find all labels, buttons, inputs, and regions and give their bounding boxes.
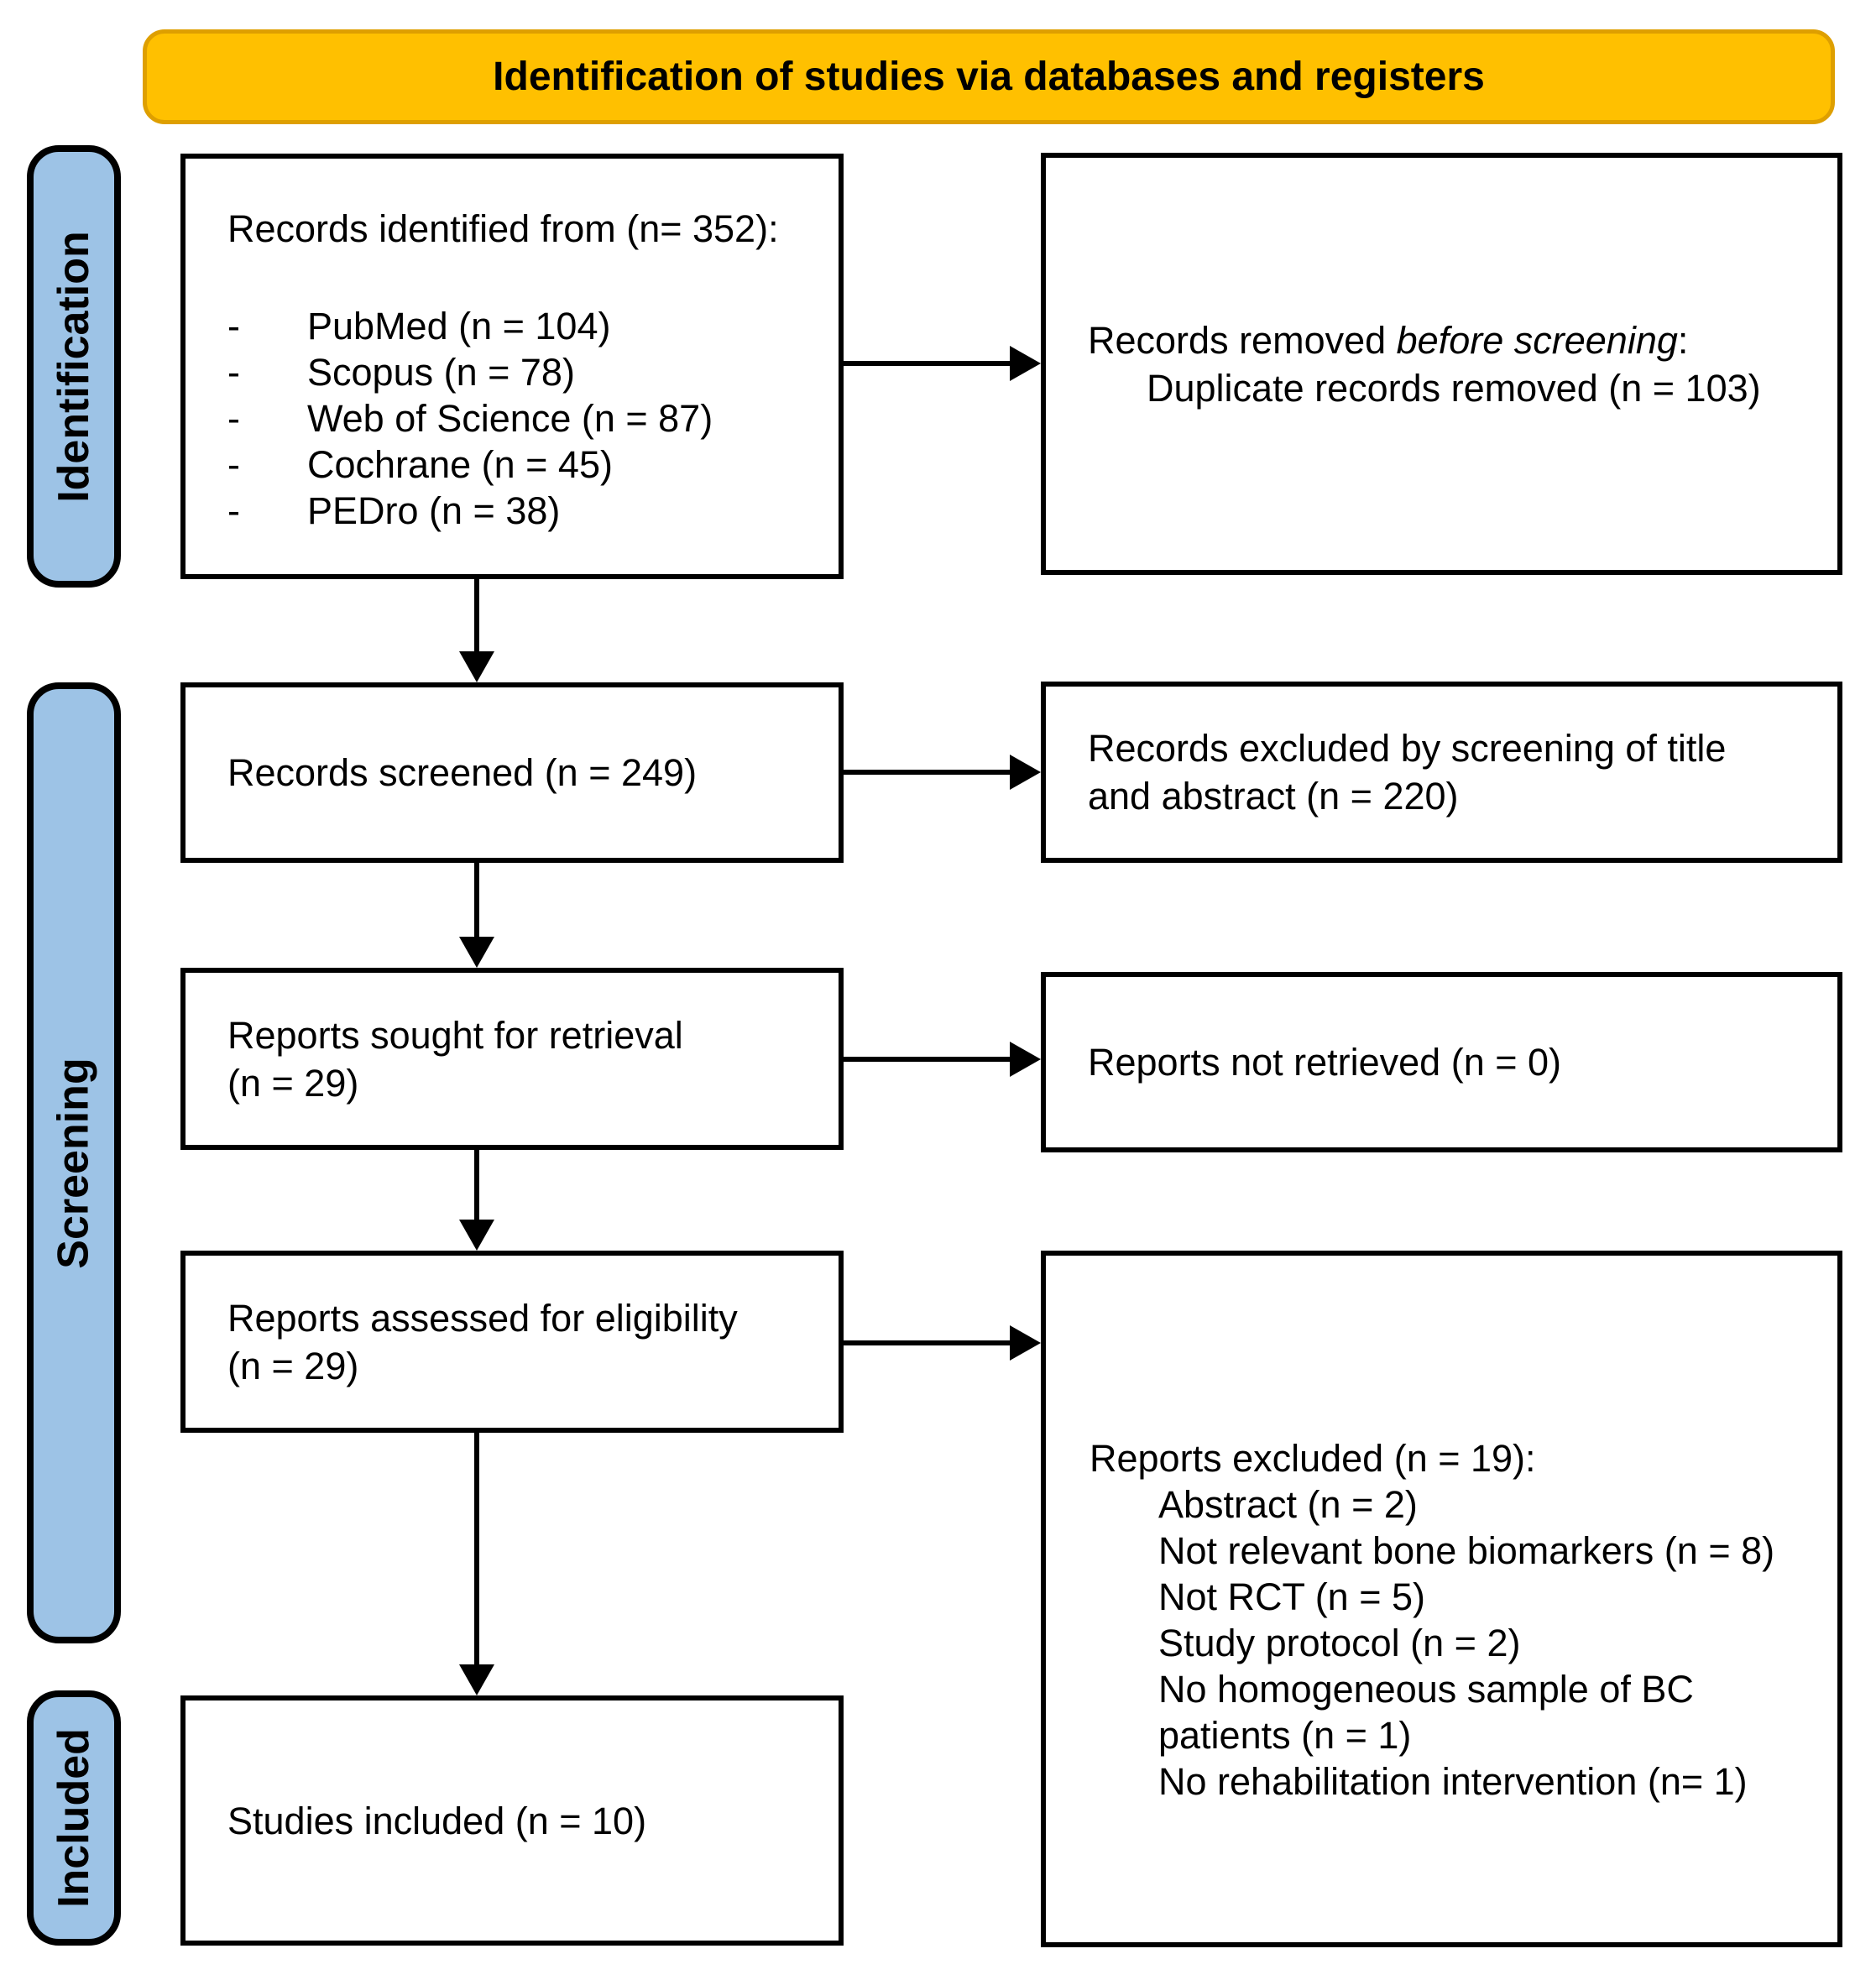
reports-not-retrieved-text: Reports not retrieved (n = 0) <box>1088 1041 1562 1084</box>
list-item-pubmed: - PubMed (n = 104) <box>227 303 822 349</box>
arrow-sought-to-notretrieved-head <box>1010 1042 1041 1077</box>
reports-excluded-title: Reports excluded (n = 19): <box>1090 1437 1536 1480</box>
excluded-reason-abstract: Abstract (n = 2) <box>1158 1483 1418 1526</box>
dash-bullet: - <box>227 443 240 486</box>
records-removed-line1: Records removed before screening: <box>1088 316 1812 364</box>
stage-label-screening: Screening <box>50 1057 99 1269</box>
box-records-excluded-screening: Records excluded by screening of title a… <box>1041 682 1842 863</box>
box-reports-not-retrieved: Reports not retrieved (n = 0) <box>1041 972 1842 1152</box>
list-item-web-of-science: - Web of Science (n = 87) <box>227 395 822 441</box>
excluded-reason-no-rehabilitation: No rehabilitation intervention (n= 1) <box>1158 1760 1748 1803</box>
records-removed-suffix: : <box>1677 318 1689 362</box>
reports-sought-text: Reports sought for retrieval (n = 29) <box>227 1013 683 1105</box>
list-item-cochrane: - Cochrane (n = 45) <box>227 441 822 488</box>
box-records-removed: Records removed before screening: Duplic… <box>1041 153 1842 575</box>
arrow-screened-to-sought-line <box>474 863 479 938</box>
arrow-identified-to-removed-line <box>844 361 1011 366</box>
records-excluded-screening-text: Records excluded by screening of title a… <box>1088 727 1727 818</box>
arrow-sought-to-assessed-head <box>459 1220 494 1251</box>
box-reports-excluded: Reports excluded (n = 19): Abstract (n =… <box>1041 1251 1842 1947</box>
arrow-assessed-to-included-line <box>474 1433 479 1666</box>
arrow-assessed-to-included-head <box>459 1664 494 1695</box>
records-removed-prefix: Records removed <box>1088 318 1397 362</box>
arrow-sought-to-assessed-line <box>474 1150 479 1221</box>
arrow-screened-to-sought-head <box>459 937 494 968</box>
dash-bullet: - <box>227 489 240 532</box>
arrow-sought-to-notretrieved-line <box>844 1057 1011 1062</box>
stage-bar-included: Included <box>27 1690 121 1946</box>
studies-included-text: Studies included (n = 10) <box>227 1799 647 1842</box>
records-removed-italic: before screening <box>1396 318 1678 362</box>
dash-bullet: - <box>227 351 240 394</box>
arrow-assessed-to-excluded-head <box>1010 1325 1041 1361</box>
list-item-text: Scopus (n = 78) <box>307 351 575 394</box>
excluded-reason-study-protocol: Study protocol (n = 2) <box>1158 1622 1521 1664</box>
list-item-text: PubMed (n = 104) <box>307 305 611 347</box>
arrow-identified-to-screened-line <box>474 579 479 653</box>
arrow-screened-to-excluded-line <box>844 770 1011 775</box>
banner-title: Identification of studies via databases … <box>143 29 1835 124</box>
stage-bar-identification: Identification <box>27 145 121 588</box>
excluded-reason-no-homogeneous-sample: No homogeneous sample of BC patients (n … <box>1158 1668 1694 1757</box>
box-records-screened: Records screened (n = 249) <box>180 682 844 863</box>
arrow-identified-to-screened-head <box>459 651 494 682</box>
excluded-reason-not-relevant-biomarkers: Not relevant bone biomarkers (n = 8) <box>1158 1529 1775 1572</box>
dash-bullet: - <box>227 305 240 347</box>
arrow-screened-to-excluded-head <box>1010 755 1041 790</box>
box-reports-assessed: Reports assessed for eligibility (n = 29… <box>180 1251 844 1433</box>
records-identified-title: Records identified from (n= 352): <box>227 207 779 250</box>
arrow-identified-to-removed-head <box>1010 346 1041 381</box>
excluded-reason-not-rct: Not RCT (n = 5) <box>1158 1575 1426 1618</box>
list-item-text: PEDro (n = 38) <box>307 489 561 532</box>
records-removed-detail: Duplicate records removed (n = 103) <box>1147 366 1761 410</box>
reports-assessed-text: Reports assessed for eligibility (n = 29… <box>227 1296 738 1387</box>
box-reports-sought: Reports sought for retrieval (n = 29) <box>180 968 844 1150</box>
stage-label-identification: Identification <box>50 230 98 503</box>
records-identified-list: - PubMed (n = 104) - Scopus (n = 78) - Web … <box>227 303 822 534</box>
list-item-pedro: - PEDro (n = 38) <box>227 488 822 534</box>
reports-excluded-list: Abstract (n = 2) Not relevant bone bioma… <box>1090 1481 1821 1805</box>
box-records-identified: Records identified from (n= 352): - PubMe… <box>180 154 844 579</box>
list-item-scopus: - Scopus (n = 78) <box>227 349 822 395</box>
arrow-assessed-to-excluded-line <box>844 1340 1011 1345</box>
box-studies-included: Studies included (n = 10) <box>180 1695 844 1946</box>
stage-bar-screening: Screening <box>27 682 121 1643</box>
list-item-text: Web of Science (n = 87) <box>307 397 713 440</box>
records-screened-text: Records screened (n = 249) <box>227 751 698 794</box>
dash-bullet: - <box>227 397 240 440</box>
stage-label-included: Included <box>50 1728 99 1908</box>
list-item-text: Cochrane (n = 45) <box>307 443 613 486</box>
